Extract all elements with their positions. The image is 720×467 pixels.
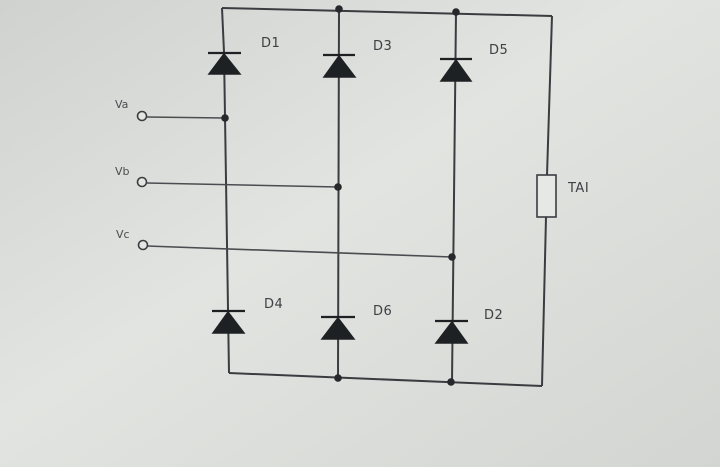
top-bus-wire <box>221 7 553 17</box>
load-resistor <box>536 174 557 218</box>
diode-d3-label: D3 <box>373 39 392 54</box>
diode-d5-label: D5 <box>489 43 508 58</box>
junction-va <box>221 114 229 122</box>
diode-d1-label: D1 <box>261 36 280 51</box>
junction-bottom-b <box>334 374 342 382</box>
vb-input-wire <box>146 182 339 188</box>
diode-d4-label: D4 <box>264 297 283 312</box>
junction-vb <box>334 183 342 191</box>
junction-top-b <box>335 5 343 13</box>
load-upper-wire <box>546 15 553 176</box>
diode-d6-label: D6 <box>373 304 392 319</box>
load-lower-wire <box>541 216 547 387</box>
diode-d5-symbol <box>439 57 473 82</box>
diode-d3-symbol <box>322 53 357 78</box>
junction-top-c <box>452 8 460 16</box>
bottom-bus-wire <box>228 372 543 387</box>
vb-label: Vb <box>115 165 130 178</box>
vb-terminal <box>136 176 148 188</box>
junction-vc <box>448 253 456 261</box>
diode-d1-symbol <box>207 51 242 75</box>
diode-d2-label: D2 <box>484 308 503 323</box>
load-label: TAI <box>567 181 589 196</box>
column-a-top-wire <box>221 7 225 53</box>
va-terminal <box>136 110 148 122</box>
diode-d2-symbol <box>434 319 469 344</box>
vc-input-wire <box>146 245 453 258</box>
vc-terminal <box>137 239 149 251</box>
va-input-wire <box>146 116 225 119</box>
diode-d4-symbol <box>211 309 246 334</box>
vc-label: Vc <box>116 228 130 241</box>
junction-bottom-c <box>447 378 455 386</box>
va-label: Va <box>115 98 128 111</box>
diode-d6-symbol <box>320 315 356 340</box>
